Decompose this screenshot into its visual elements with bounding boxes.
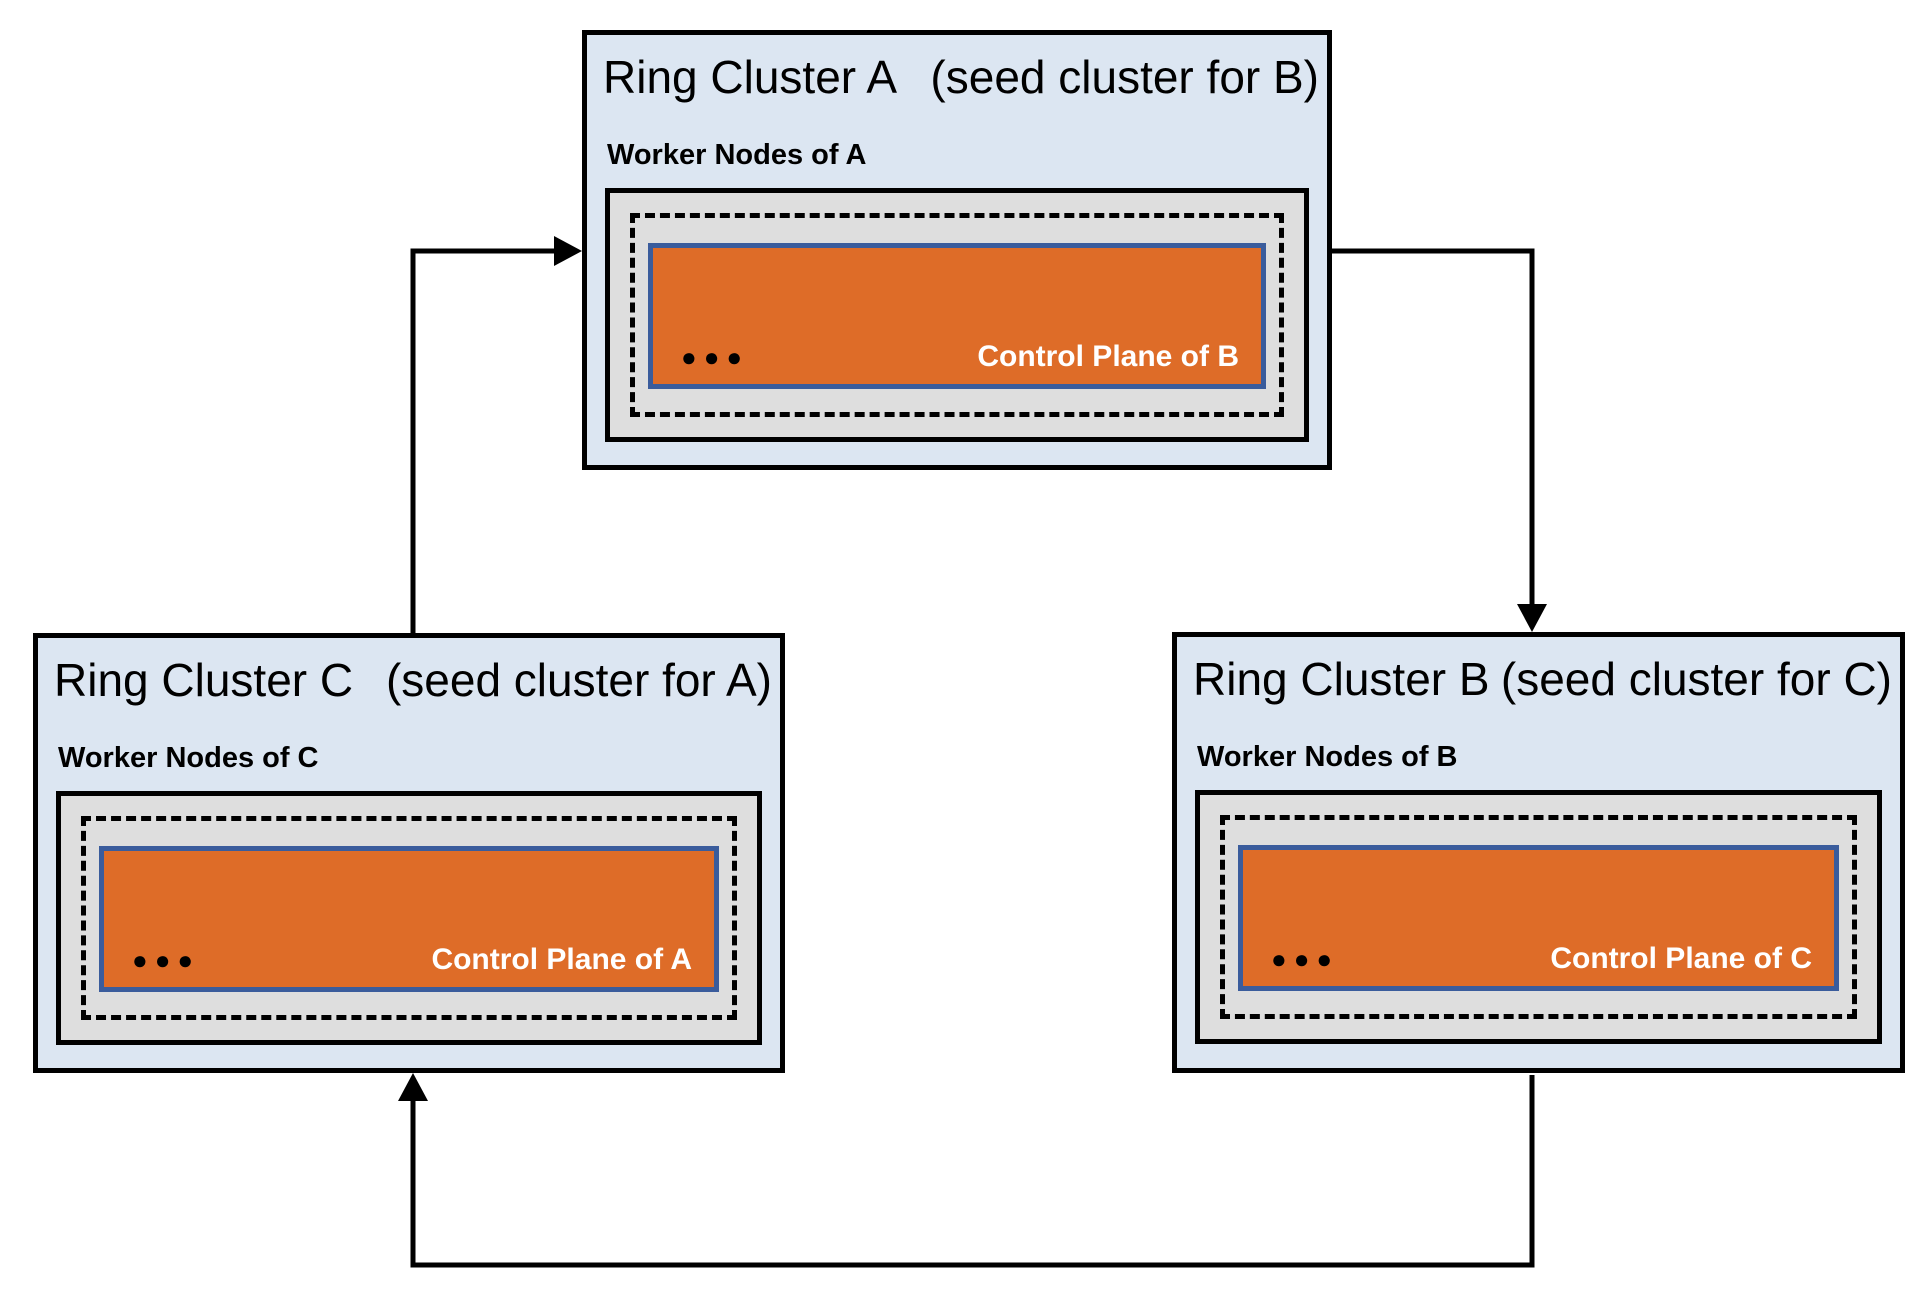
worker-nodes-box: ●●● Control Plane of A [56,791,762,1045]
cluster-c: Ring Cluster C (seed cluster for A) Work… [33,633,785,1073]
control-plane-box: ●●● Control Plane of C [1238,845,1839,991]
arrow-a-to-b [1332,248,1547,632]
ellipsis-dots: ●●● [681,342,750,372]
worker-nodes-box: ●●● Control Plane of B [605,188,1309,442]
control-plane-label: Control Plane of A [431,943,692,976]
control-plane-label: Control Plane of C [1550,942,1812,975]
worker-dashed-region: ●●● Control Plane of C [1220,815,1857,1019]
control-plane-label: Control Plane of B [977,340,1239,373]
cluster-a: Ring Cluster A (seed cluster for B) Work… [582,30,1332,470]
cluster-b-header: Ring Cluster B (seed cluster for C) [1193,653,1892,706]
cluster-b: Ring Cluster B (seed cluster for C) Work… [1172,632,1905,1073]
arrow-b-to-c [398,1073,1535,1268]
worker-nodes-label: Worker Nodes of C [58,742,319,774]
seed-cluster-label: (seed cluster for C) [1500,653,1892,705]
control-plane-box: ●●● Control Plane of B [648,243,1266,389]
cluster-title: Ring Cluster A [603,51,898,103]
control-plane-box: ●●● Control Plane of A [99,846,719,992]
worker-nodes-label: Worker Nodes of A [607,139,867,171]
cluster-title: Ring Cluster C [54,654,354,706]
cluster-c-header: Ring Cluster C (seed cluster for A) [54,654,772,707]
worker-dashed-region: ●●● Control Plane of B [630,213,1284,417]
ellipsis-dots: ●●● [1271,944,1340,974]
seed-cluster-label: (seed cluster for A) [385,654,772,706]
worker-nodes-box: ●●● Control Plane of C [1195,790,1882,1044]
worker-dashed-region: ●●● Control Plane of A [81,816,737,1020]
seed-cluster-label: (seed cluster for B) [930,51,1319,103]
cluster-title: Ring Cluster B [1193,653,1490,705]
worker-nodes-label: Worker Nodes of B [1197,741,1458,773]
ellipsis-dots: ●●● [132,945,201,975]
arrow-c-to-a [410,236,582,633]
cluster-a-header: Ring Cluster A (seed cluster for B) [603,51,1319,104]
